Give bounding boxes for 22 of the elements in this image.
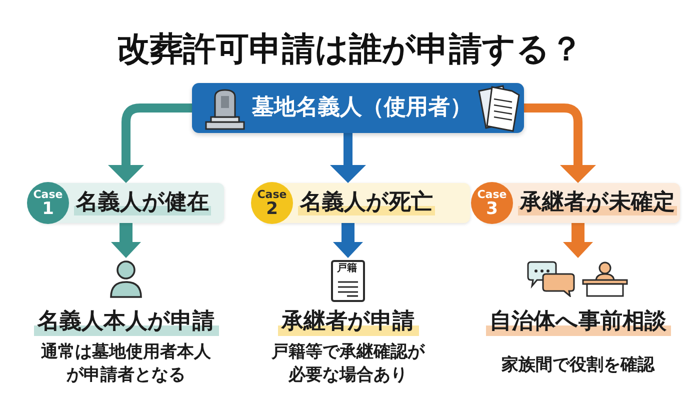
arrow xyxy=(108,104,192,183)
arrow xyxy=(333,223,363,258)
arrow xyxy=(111,223,141,258)
result-title: 承継者が申請 xyxy=(278,308,418,336)
document-label: 戸籍 xyxy=(337,263,357,275)
header-label: 墓地名義人（使用者） xyxy=(252,94,472,122)
result-note: 戸籍等で承継確認が必要な場合あり xyxy=(270,341,426,387)
arrow xyxy=(524,104,596,183)
arrow xyxy=(563,223,593,258)
case-badge: Case 2 xyxy=(251,182,293,224)
case-title: 名義人が健在 xyxy=(74,189,211,217)
case-title: 名義人が死亡 xyxy=(298,189,435,217)
case-title: 承継者が未確定 xyxy=(518,189,677,217)
header-box xyxy=(192,83,524,133)
case-badge: Case 3 xyxy=(471,182,513,224)
result-title: 名義人本人が申請 xyxy=(34,308,218,336)
result-note: 家族間で役割を確認 xyxy=(500,354,656,377)
title: 改葬許可申請は誰が申請する？ xyxy=(116,29,584,69)
case-badge: Case 1 xyxy=(27,182,69,224)
result-note: 通常は墓地使用者本人が申請者となる xyxy=(40,341,212,387)
result-title: 自治体へ事前相談 xyxy=(486,308,670,336)
arrow xyxy=(330,133,366,183)
